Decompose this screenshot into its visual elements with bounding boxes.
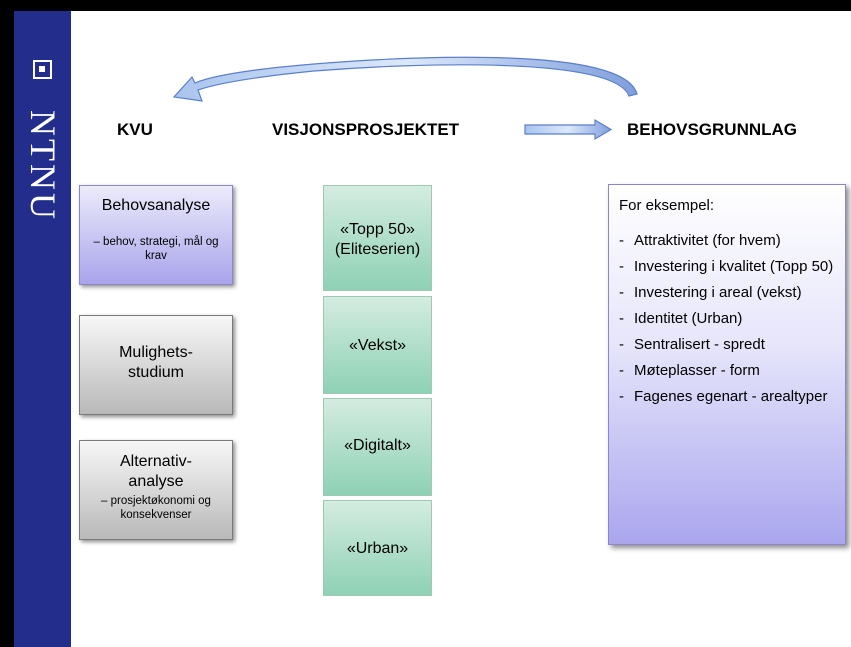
box-behovsanalyse-title: Behovsanalyse	[101, 197, 211, 214]
box-mulighetsstudium: Mulighets-studium	[79, 315, 233, 415]
box-behovsanalyse-sub: – behov, strategi, mål og krav	[93, 236, 219, 262]
box-alternativanalyse-title: Alternativ-analyse	[119, 453, 193, 490]
example-box: For eksempel: -Attraktivitet (for hvem) …	[608, 184, 846, 545]
box-vekst: «Vekst»	[323, 296, 432, 394]
list-item-text: Fagenes egenart - arealtyper	[634, 388, 828, 405]
list-item-text: Attraktivitet (for hvem)	[634, 232, 781, 249]
box-alternativanalyse: Alternativ-analyse – prosjektøkonomi og …	[79, 440, 233, 540]
box-behovsanalyse: Behovsanalyse – behov, strategi, mål og …	[79, 185, 233, 285]
box-alternativanalyse-sub: – prosjektøkonomi og konsekvenser	[101, 495, 211, 521]
list-item-text: Sentralisert - spredt	[634, 336, 765, 353]
curved-arrow	[172, 56, 638, 141]
curved-arrow-body	[172, 56, 638, 102]
example-list: -Attraktivitet (for hvem) -Investering i…	[619, 231, 835, 406]
right-arrow	[524, 118, 613, 141]
list-item: -Investering i areal (vekst)	[619, 284, 802, 301]
box-topp50: «Topp 50» (Eliteserien)	[323, 185, 432, 291]
ntnu-sidebar: NTNU	[14, 11, 71, 647]
heading-kvu: KVU	[117, 120, 153, 139]
list-item-text: Investering i kvalitet (Topp 50)	[634, 258, 834, 275]
box-digitalt: «Digitalt»	[323, 398, 432, 496]
ntnu-square-logo-icon	[33, 60, 52, 79]
list-item-text: Møteplasser - form	[634, 362, 760, 379]
slide: NTNU KVU VISJONSPROSJEKTET BEHOVSGRUNNLA…	[14, 11, 851, 647]
box-mulighetsstudium-title: Mulighets-studium	[119, 344, 193, 381]
example-title: For eksempel:	[619, 197, 715, 214]
heading-behovsgrunnlag: BEHOVSGRUNNLAG	[627, 120, 798, 139]
list-item: -Møteplasser - form	[619, 362, 760, 379]
list-item-text: Identitet (Urban)	[634, 310, 743, 327]
heading-visjonsprosjektet: VISJONSPROSJEKTET	[272, 120, 460, 139]
box-digitalt-label: «Digitalt»	[344, 437, 411, 454]
box-urban-label: «Urban»	[346, 540, 409, 557]
box-topp50-label: «Topp 50» (Eliteserien)	[334, 221, 421, 258]
list-item: -Sentralisert - spredt	[619, 336, 765, 353]
list-item: -Fagenes egenart - arealtyper	[619, 388, 828, 405]
box-urban: «Urban»	[323, 500, 432, 596]
list-item: -Attraktivitet (for hvem)	[619, 232, 781, 249]
box-vekst-label: «Vekst»	[349, 337, 406, 354]
list-item: -Investering i kvalitet (Topp 50)	[619, 258, 834, 275]
list-item-text: Investering i areal (vekst)	[634, 284, 802, 301]
list-item: -Identitet (Urban)	[619, 310, 743, 327]
